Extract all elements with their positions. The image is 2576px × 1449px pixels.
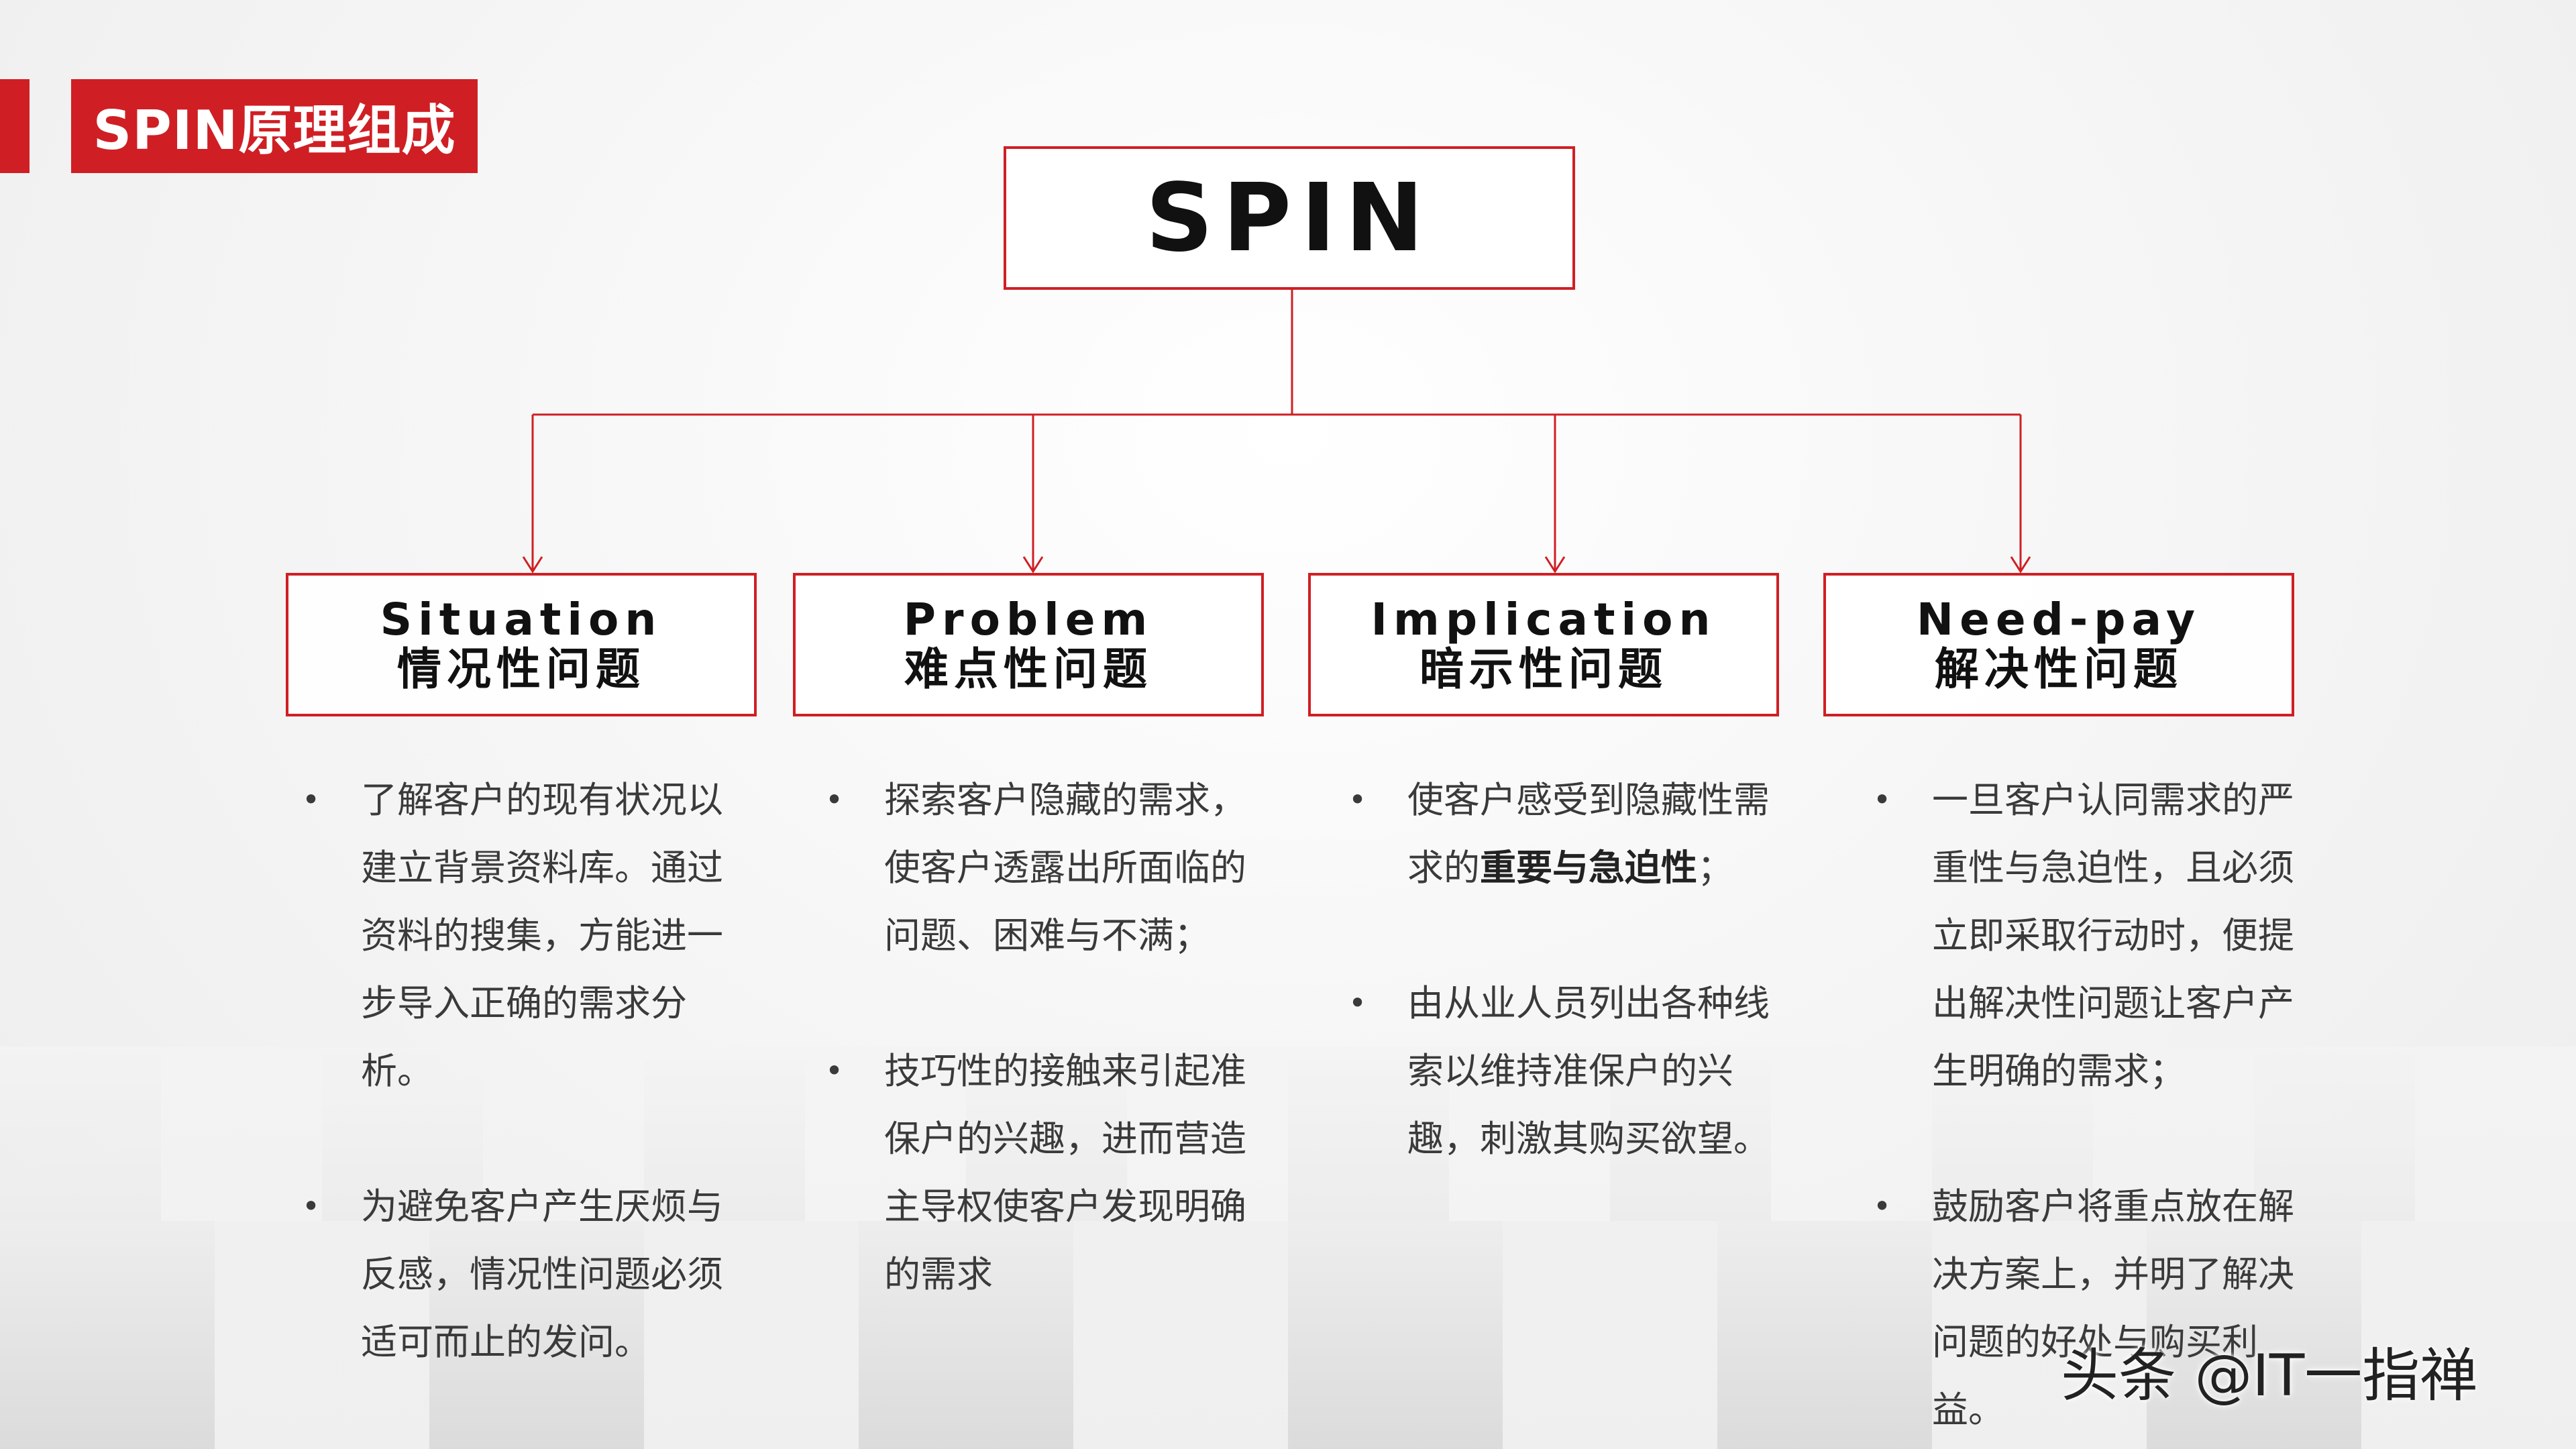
column-implication: • 使客户感受到隐藏性需求的重要与急迫性； • 由从业人员列出各种线索以维持准保… [1342, 766, 1771, 1173]
bullet-text: 一旦客户认同需求的严重性与急迫性，且必须立即采取行动时，便提出解决性问题让客户产… [1932, 779, 2294, 1092]
list-item: • 探索客户隐藏的需求，使客户透露出所面临的问题、困难与不满； [818, 766, 1248, 969]
bullet-dot-icon: • [1348, 782, 1367, 818]
root-node-spin: SPIN [1004, 146, 1575, 290]
accent-edge-bar [0, 79, 30, 173]
bullet-text-end: ； [1697, 847, 1733, 889]
arrowhead-needpay [2010, 556, 2031, 574]
node-situation: Situation 情况性问题 [286, 573, 757, 716]
node-situation-en: Situation [380, 594, 663, 646]
watermark: 头条 @IT一指禅 [2061, 1342, 2478, 1409]
bullet-dot-icon: • [825, 1053, 844, 1089]
arrowhead-situation [522, 556, 543, 574]
node-problem-zh: 难点性问题 [904, 643, 1152, 695]
bullet-emphasis: 重要与急迫性 [1480, 847, 1697, 889]
node-implication-zh: 暗示性问题 [1419, 643, 1668, 695]
bullet-text: 为避免客户产生厌烦与反感，情况性问题必须适可而止的发问。 [361, 1185, 723, 1363]
node-problem-en: Problem [903, 594, 1154, 646]
list-item: • 了解客户的现有状况以建立背景资料库。通过资料的搜集，方能进一步导入正确的需求… [295, 766, 724, 1105]
node-needpay-en: Need-pay [1916, 594, 2202, 646]
list-item: • 一旦客户认同需求的严重性与急迫性，且必须立即采取行动时，便提出解决性问题让客… [1866, 766, 2296, 1105]
root-label: SPIN [1145, 163, 1434, 273]
bullet-text: 使客户感受到隐藏性需求的 [1407, 779, 1770, 889]
list-item: • 技巧性的接触来引起准保户的兴趣，进而营造主导权使客户发现明确的需求 [818, 1037, 1248, 1308]
column-needpay: • 一旦客户认同需求的严重性与急迫性，且必须立即采取行动时，便提出解决性问题让客… [1866, 766, 2296, 1444]
arrowhead-problem [1022, 556, 1044, 574]
list-item: • 鼓励客户将重点放在解决方案上，并明了解决问题的好处与购买利益。 [1866, 1173, 2296, 1444]
bullet-text: 了解客户的现有状况以建立背景资料库。通过资料的搜集，方能进一步导入正确的需求分析… [361, 779, 723, 1092]
bullet-dot-icon: • [1873, 1188, 1892, 1224]
bullet-dot-icon: • [302, 1188, 321, 1224]
arrowhead-implication [1544, 556, 1566, 574]
node-needpay: Need-pay 解决性问题 [1823, 573, 2294, 716]
bullet-text: 由从业人员列出各种线索以维持准保户的兴趣，刺激其购买欲望。 [1407, 982, 1770, 1160]
node-implication: Implication 暗示性问题 [1308, 573, 1779, 716]
list-item: • 由从业人员列出各种线索以维持准保户的兴趣，刺激其购买欲望。 [1342, 969, 1771, 1173]
node-situation-zh: 情况性问题 [397, 643, 645, 695]
node-problem: Problem 难点性问题 [793, 573, 1264, 716]
bullet-dot-icon: • [302, 782, 321, 818]
floor-background-near [0, 1221, 2576, 1449]
list-item: • 为避免客户产生厌烦与反感，情况性问题必须适可而止的发问。 [295, 1173, 724, 1376]
bullet-dot-icon: • [1348, 985, 1367, 1021]
node-needpay-zh: 解决性问题 [1935, 643, 2183, 695]
bullet-dot-icon: • [1873, 782, 1892, 818]
bullet-text: 探索客户隐藏的需求，使客户透露出所面临的问题、困难与不满； [884, 779, 1246, 957]
page-title: SPIN原理组成 [71, 79, 478, 173]
column-problem: • 探索客户隐藏的需求，使客户透露出所面临的问题、困难与不满； • 技巧性的接触… [818, 766, 1248, 1308]
column-situation: • 了解客户的现有状况以建立背景资料库。通过资料的搜集，方能进一步导入正确的需求… [295, 766, 724, 1376]
node-implication-en: Implication [1371, 594, 1717, 646]
bullet-text: 技巧性的接触来引起准保户的兴趣，进而营造主导权使客户发现明确的需求 [884, 1050, 1246, 1295]
bullet-text: 鼓励客户将重点放在解决方案上，并明了解决问题的好处与购买利益。 [1932, 1185, 2294, 1431]
bullet-dot-icon: • [825, 782, 844, 818]
list-item: • 使客户感受到隐藏性需求的重要与急迫性； [1342, 766, 1771, 902]
